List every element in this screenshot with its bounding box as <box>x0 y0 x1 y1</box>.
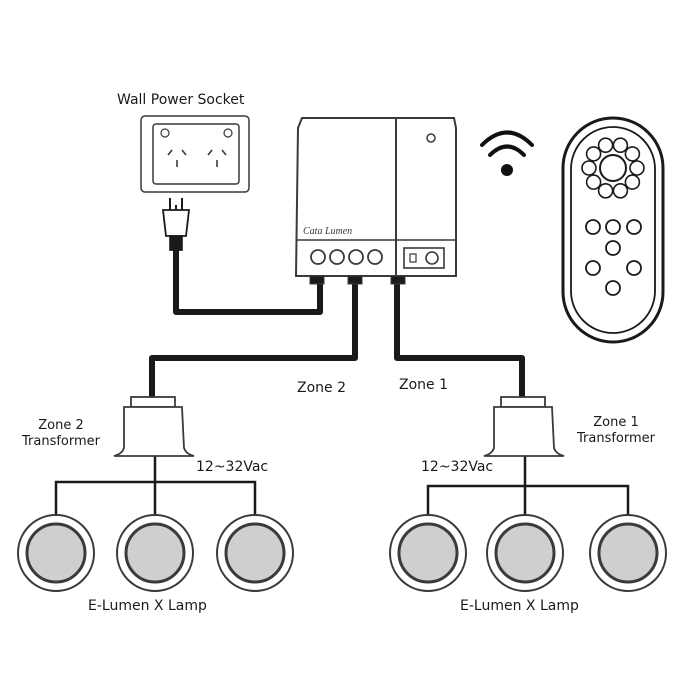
remote-button <box>612 137 629 153</box>
lamp-icon <box>17 514 95 592</box>
controller-icon: Cata Lumen <box>294 117 457 285</box>
remote-control-icon <box>561 116 665 344</box>
zone1-transformer-line1: Zone 1 <box>593 415 639 430</box>
zone1-transformer-label: Zone 1 Transformer <box>568 415 664 447</box>
controller-brand: Cata Lumen <box>303 226 352 237</box>
zone2-transformer-line2: Transformer <box>21 434 100 449</box>
wireless-signal-icon <box>480 130 534 176</box>
lamp-icon <box>116 514 194 592</box>
lamp-icon <box>486 514 564 592</box>
zone1-transformer-line2: Transformer <box>576 431 655 446</box>
lamp-label-left: E-Lumen X Lamp <box>88 598 207 614</box>
lamps <box>17 514 667 592</box>
lamp-icon <box>589 514 667 592</box>
lamp-icon <box>216 514 294 592</box>
zone1-cable <box>394 282 525 398</box>
zone2-label: Zone 2 <box>297 380 346 396</box>
remote-button <box>612 183 629 199</box>
wires <box>149 250 525 398</box>
remote-button <box>624 146 641 162</box>
plug-icon <box>161 198 191 251</box>
remote-button <box>597 137 614 153</box>
remote-button <box>624 174 641 190</box>
power-cable <box>173 250 323 315</box>
zone2-transformer-label: Zone 2 Transformer <box>17 418 105 450</box>
voltage-label-right: 12~32Vac <box>421 459 494 475</box>
transformer-icon <box>113 396 195 457</box>
wall-socket-label: Wall Power Socket <box>117 92 245 108</box>
zone2-cable <box>149 282 358 398</box>
voltage-label-left: 12~32Vac <box>196 459 269 475</box>
transformer-icon <box>483 396 565 457</box>
remote-button <box>581 160 597 176</box>
remote-button <box>585 146 602 162</box>
remote-button <box>597 183 614 199</box>
remote-button <box>629 160 645 176</box>
lamp-bus-right <box>426 484 630 515</box>
zone1-label: Zone 1 <box>399 377 448 393</box>
remote-button <box>585 174 602 190</box>
lamp-icon <box>389 514 467 592</box>
lamp-label-right: E-Lumen X Lamp <box>460 598 579 614</box>
lamp-wires <box>54 454 630 515</box>
wall-socket-icon <box>140 115 250 193</box>
zone2-transformer-line1: Zone 2 <box>38 418 84 433</box>
